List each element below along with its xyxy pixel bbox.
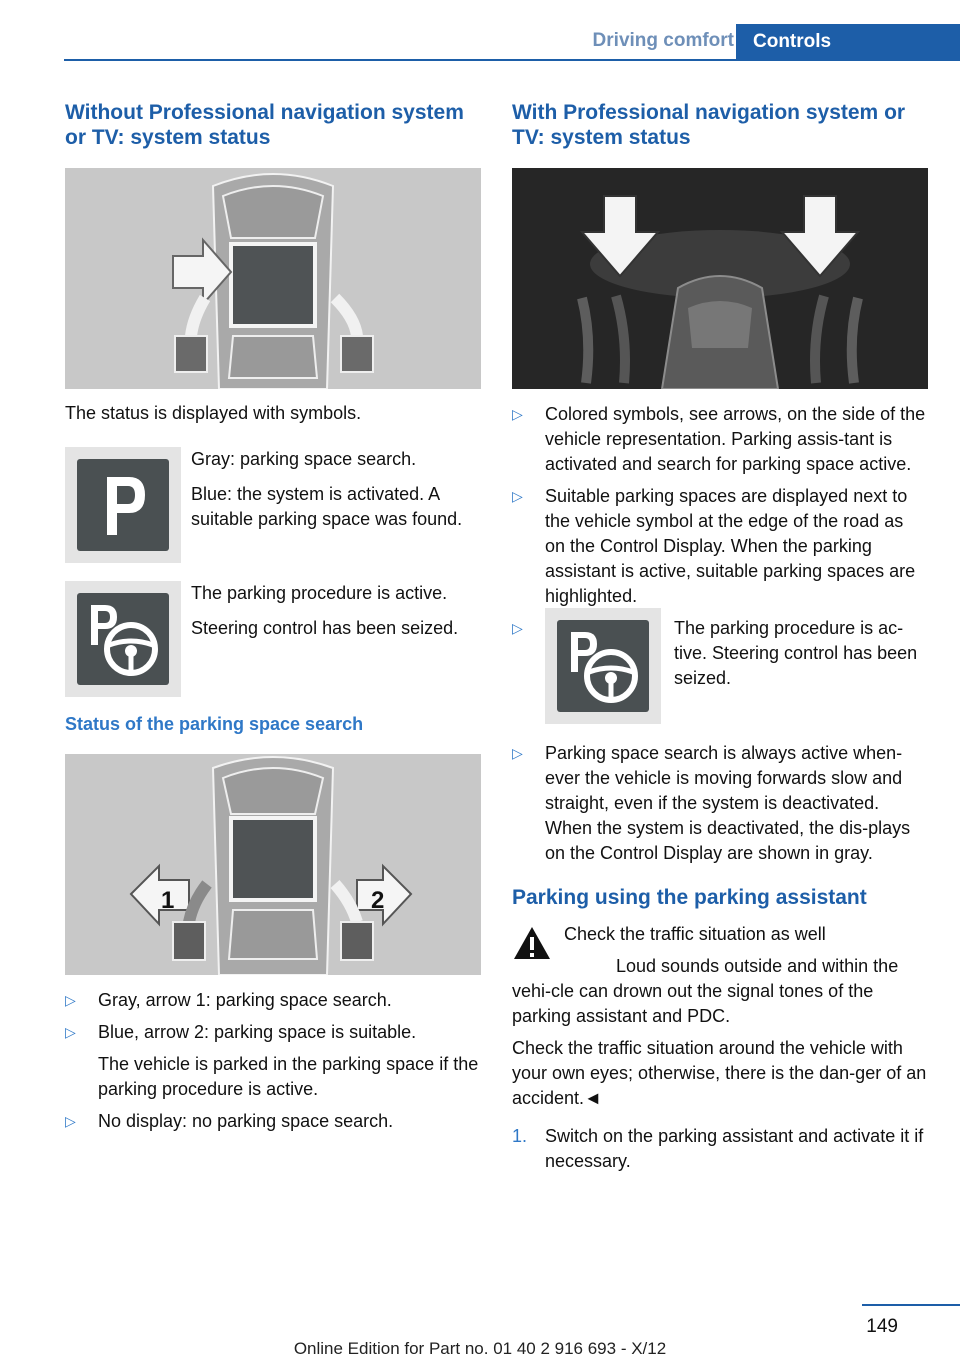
header-rule — [64, 59, 960, 61]
list-item-text: Switch on the parking assistant and acti… — [545, 1126, 924, 1171]
procedure-steps: 1. Switch on the parking assistant and ac… — [512, 1124, 928, 1174]
warning-title: Check the traffic situation as well — [564, 924, 826, 944]
left-heading: Without Professional navigation system o… — [65, 101, 464, 149]
parking-steering-icon — [545, 608, 661, 724]
steering-icon-description: The parking procedure is active. Steerin… — [191, 581, 483, 651]
step-number: 1. — [512, 1126, 528, 1146]
edition-footer: Online Edition for Part no. 01 40 2 916 … — [293, 1339, 667, 1358]
triangle-bullet-icon: ▷ — [512, 620, 523, 636]
list-item-text: Gray, arrow 1: parking space search. — [98, 990, 392, 1010]
list-item-continuation: The vehicle is parked in the parking spa… — [98, 1054, 479, 1099]
list-item: ▷ Gray, arrow 1: parking space search. — [65, 988, 481, 1013]
car-top-view-illustration — [65, 168, 481, 389]
procedure-active-text: The parking procedure is active. — [191, 583, 448, 603]
list-item: ▷ The parking procedure is ac-tive. Stee… — [512, 608, 928, 734]
parking-steering-icon — [65, 581, 181, 697]
list-item: 1. Switch on the parking assistant and ac… — [512, 1124, 928, 1174]
search-status-subheading: Status of the parking space search — [65, 714, 364, 734]
triangle-bullet-icon: ▷ — [65, 992, 76, 1008]
left-column: Without Professional navigation system o… — [65, 100, 481, 1141]
triangle-bullet-icon: ▷ — [65, 1113, 76, 1129]
list-item: ▷ Colored symbols, see arrows, on the sid… — [512, 402, 928, 477]
system-status-list: ▷ Colored symbols, see arrows, on the sid… — [512, 402, 928, 866]
steering-seized-text: Steering control has been seized. — [191, 618, 459, 638]
header-section-title: Driving comfort — [592, 30, 734, 51]
parking-icon-description: Gray: parking space search. Blue: the sy… — [191, 447, 483, 542]
page-header: Driving comfort Controls — [0, 0, 960, 64]
warning-block: Check the traffic situation as well Loud… — [512, 922, 928, 1111]
parking-p-glyph — [107, 477, 145, 535]
triangle-bullet-icon: ▷ — [512, 406, 523, 422]
triangle-bullet-icon: ▷ — [512, 488, 523, 504]
list-item-text: Parking space search is always active wh… — [545, 743, 911, 863]
car-search-illustration: 1 2 — [65, 754, 481, 975]
right-heading: With Professional navigation system or T… — [512, 101, 906, 149]
list-item-text: No display: no parking space search. — [98, 1111, 394, 1131]
footer-rule — [862, 1304, 960, 1306]
list-item-text: Blue, arrow 2: parking space is suitable… — [98, 1022, 417, 1042]
search-status-list: ▷ Gray, arrow 1: parking space search. ▷ B… — [65, 988, 481, 1134]
parking-assistant-subheading: Parking using the parking assistant — [512, 886, 867, 909]
header-chapter-tab: Controls — [736, 24, 960, 61]
blue-status-text: Blue: the system is activated. A suitabl… — [191, 484, 463, 529]
list-item: ▷ Blue, arrow 2: parking space is suitabl… — [65, 1020, 481, 1102]
warning-paragraph-2: Check the traffic situation around the v… — [512, 1038, 927, 1108]
list-item-text: Suitable parking spaces are displayed ne… — [545, 486, 916, 606]
list-item: ▷ No display: no parking space search. — [65, 1109, 481, 1134]
warning-triangle-icon — [514, 927, 550, 959]
search-status-figure: 1 2 — [65, 754, 481, 975]
list-item: ▷ Parking space search is always active w… — [512, 741, 928, 866]
page-number: 149 — [866, 1316, 898, 1337]
parking-steering-glyph — [91, 605, 158, 676]
parking-p-icon — [65, 447, 181, 563]
status-intro-text: The status is displayed with symbols. — [65, 403, 362, 423]
callout-label-1: 1 — [161, 887, 174, 914]
triangle-bullet-icon: ▷ — [65, 1024, 76, 1040]
icon-row-parking: Gray: parking space search. Blue: the sy… — [65, 447, 481, 581]
triangle-bullet-icon: ▷ — [512, 745, 523, 761]
car-status-figure — [65, 168, 481, 389]
control-display-illustration — [512, 168, 928, 389]
gray-status-text: Gray: parking space search. — [191, 449, 417, 469]
list-item-text: Colored symbols, see arrows, on the side… — [545, 404, 926, 474]
control-display-figure — [512, 168, 928, 389]
callout-label-2: 2 — [371, 887, 384, 914]
list-item-text: The parking procedure is ac-tive. Steeri… — [674, 618, 918, 688]
right-column: With Professional navigation system or T… — [512, 100, 928, 1174]
parking-steering-glyph — [571, 632, 638, 703]
list-item: ▷ Suitable parking spaces are displayed n… — [512, 484, 928, 609]
icon-row-steering: The parking procedure is active. Steerin… — [65, 581, 481, 715]
warning-paragraph-1: Loud sounds outside and within the vehi-… — [512, 956, 899, 1026]
